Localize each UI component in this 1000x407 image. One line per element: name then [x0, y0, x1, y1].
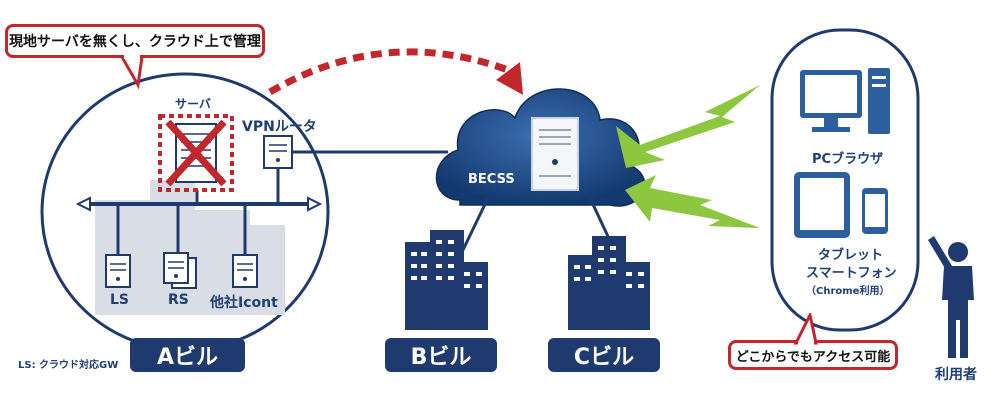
label-smartphone: スマートフォン	[806, 266, 897, 281]
link-to-b	[460, 197, 490, 253]
callout-top: 現地サーバを無くし、クラウド上で管理	[5, 24, 265, 58]
label-user: 利用者	[935, 367, 977, 383]
label-server: サーバ	[175, 97, 211, 111]
callout-bottom: どこからでもアクセス可能	[728, 340, 898, 370]
building-a-label: Aビル	[130, 338, 245, 372]
tablet-icon	[794, 172, 850, 238]
building-b-label: Bビル	[385, 338, 497, 372]
icont-device-icon	[232, 254, 258, 288]
label-other-icont: 他社Icont	[210, 295, 278, 311]
cloud-icon	[435, 88, 646, 207]
vpn-router-icon	[263, 135, 293, 169]
building-c-icon	[568, 236, 650, 330]
label-chrome: （Chrome利用）	[806, 286, 890, 297]
label-vpn-router: VPNルータ	[242, 119, 317, 135]
callout-top-tail	[120, 55, 144, 90]
user-figure-icon	[928, 236, 974, 358]
rs-device-icon	[163, 252, 197, 289]
label-becss: BECSS	[468, 172, 515, 187]
legend-note: LS: クラウド対応GW	[18, 360, 119, 371]
pc-icon	[800, 68, 890, 134]
label-ls: LS	[110, 292, 130, 308]
building-c-label: Cビル	[548, 338, 660, 372]
callout-bottom-tail	[793, 313, 818, 345]
server-removed	[158, 114, 234, 192]
wireless-arrow-mobile	[625, 175, 760, 228]
migration-arrow	[268, 48, 523, 96]
label-pc-browser: PCブラウザ	[812, 152, 884, 167]
smartphone-icon	[862, 188, 888, 234]
ls-device-icon	[105, 254, 131, 288]
building-b-icon	[405, 230, 488, 330]
wireless-arrow-pc	[616, 85, 760, 168]
label-rs: RS	[168, 292, 189, 308]
label-tablet: タブレット	[818, 248, 884, 263]
